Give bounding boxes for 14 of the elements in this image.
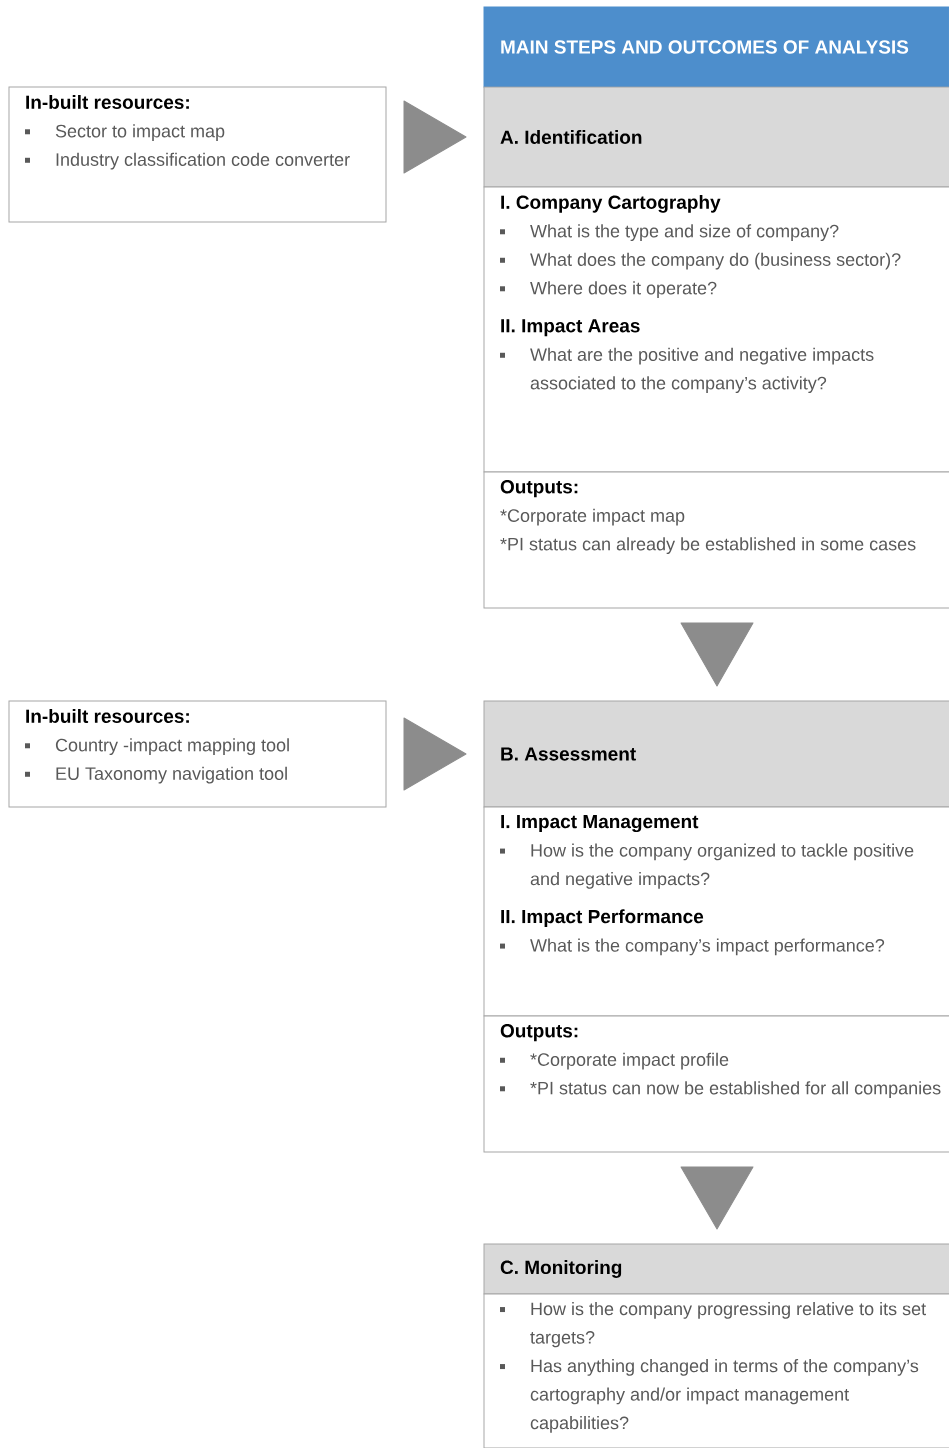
resources-box: In-built resources: Sector to impact map Industry classification code converter	[8, 86, 387, 223]
arrow	[680, 622, 754, 687]
resources-box: In-built resources: Country -impact mapping tool EU Taxonomy navigation tool	[8, 700, 387, 808]
step-band: C. Monitoring	[483, 1243, 949, 1295]
arrow	[403, 100, 467, 174]
arrow	[403, 717, 467, 791]
outputs-box: Outputs: *Corporate impact profile *PI status can now be established for all companies	[483, 1015, 949, 1153]
step-box: How is the company progressing relative to its set targets? Has anything changed in terms of the company’s cartography and/or impact management capabilities?	[483, 1293, 949, 1448]
outputs-box: Outputs: *Corporate impact map *PI status can already be established in some cases	[483, 471, 949, 609]
title-banner: MAIN STEPS AND OUTCOMES OF ANALYSIS	[483, 6, 949, 88]
arrow	[680, 1166, 754, 1230]
step-band: A. Identification	[483, 86, 949, 188]
step-band: B. Assessment	[483, 700, 949, 808]
step-box: I. Impact Management How is the company organized to tackle positive and negative impacts? II. Impact Performance What is the company’s impact performance?	[483, 806, 949, 1017]
